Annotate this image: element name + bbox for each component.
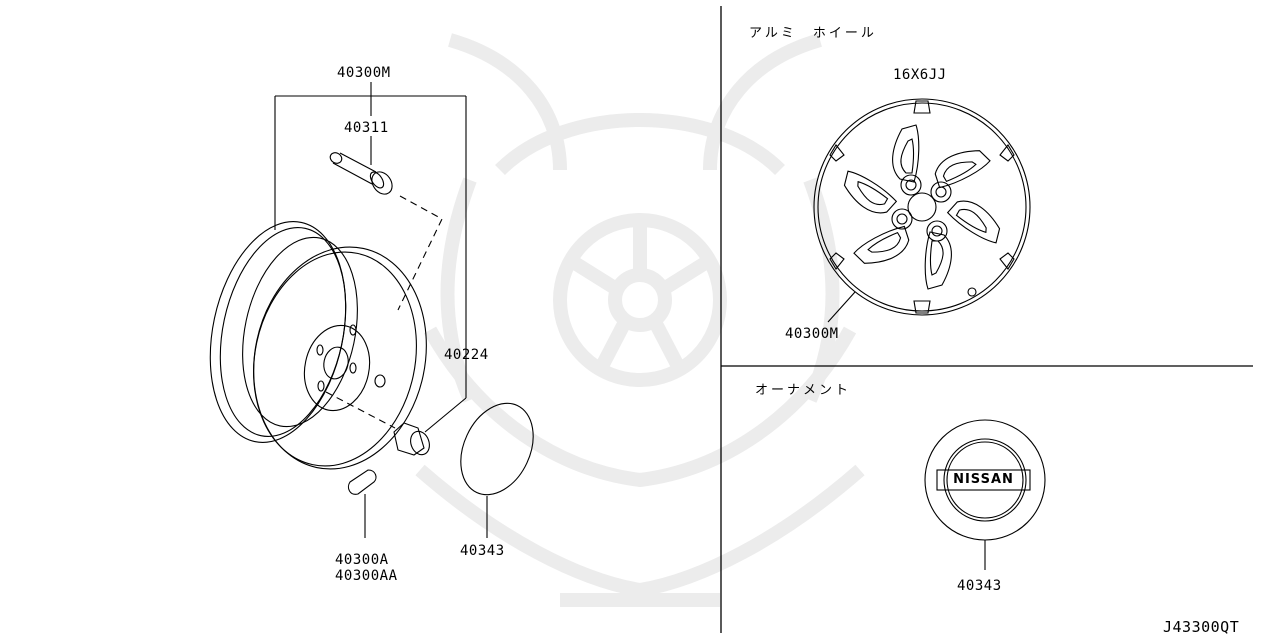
callout-alloy-wheel: 40300M — [785, 326, 839, 342]
center-cap-part — [460, 402, 534, 538]
section-title-alloy-wheel: アルミ ホイール — [749, 26, 877, 41]
callout-wheel-nut: 40224 — [444, 347, 489, 363]
nissan-ornament-illustration — [924, 419, 1046, 570]
alloy-wheel-illustration — [813, 98, 1031, 323]
valve-assembly-path — [397, 195, 443, 311]
callout-balance-weight-a: 40300A — [335, 552, 389, 568]
diagram-code: J43300QT — [1163, 618, 1240, 636]
callout-cap: 40343 — [460, 543, 505, 559]
callout-balance-weight-b: 40300AA — [335, 568, 398, 584]
valve-stem-part — [329, 152, 393, 195]
callout-valve: 40311 — [344, 120, 389, 136]
balance-weight-part — [347, 469, 377, 538]
section-title-ornament: オーナメント — [755, 383, 852, 398]
callout-ornament: 40343 — [957, 578, 1002, 594]
wheel-rim-part — [209, 221, 427, 470]
watermark-logo — [415, 33, 865, 607]
wheel-size-spec: 16X6JJ — [893, 67, 947, 83]
wheel-assembly-bracket — [274, 82, 467, 433]
wheel-nut-part — [393, 422, 430, 456]
nissan-emblem-text: NISSAN — [953, 472, 1014, 487]
callout-wheel-assembly: 40300M — [337, 65, 391, 81]
nut-assembly-path — [325, 391, 396, 429]
